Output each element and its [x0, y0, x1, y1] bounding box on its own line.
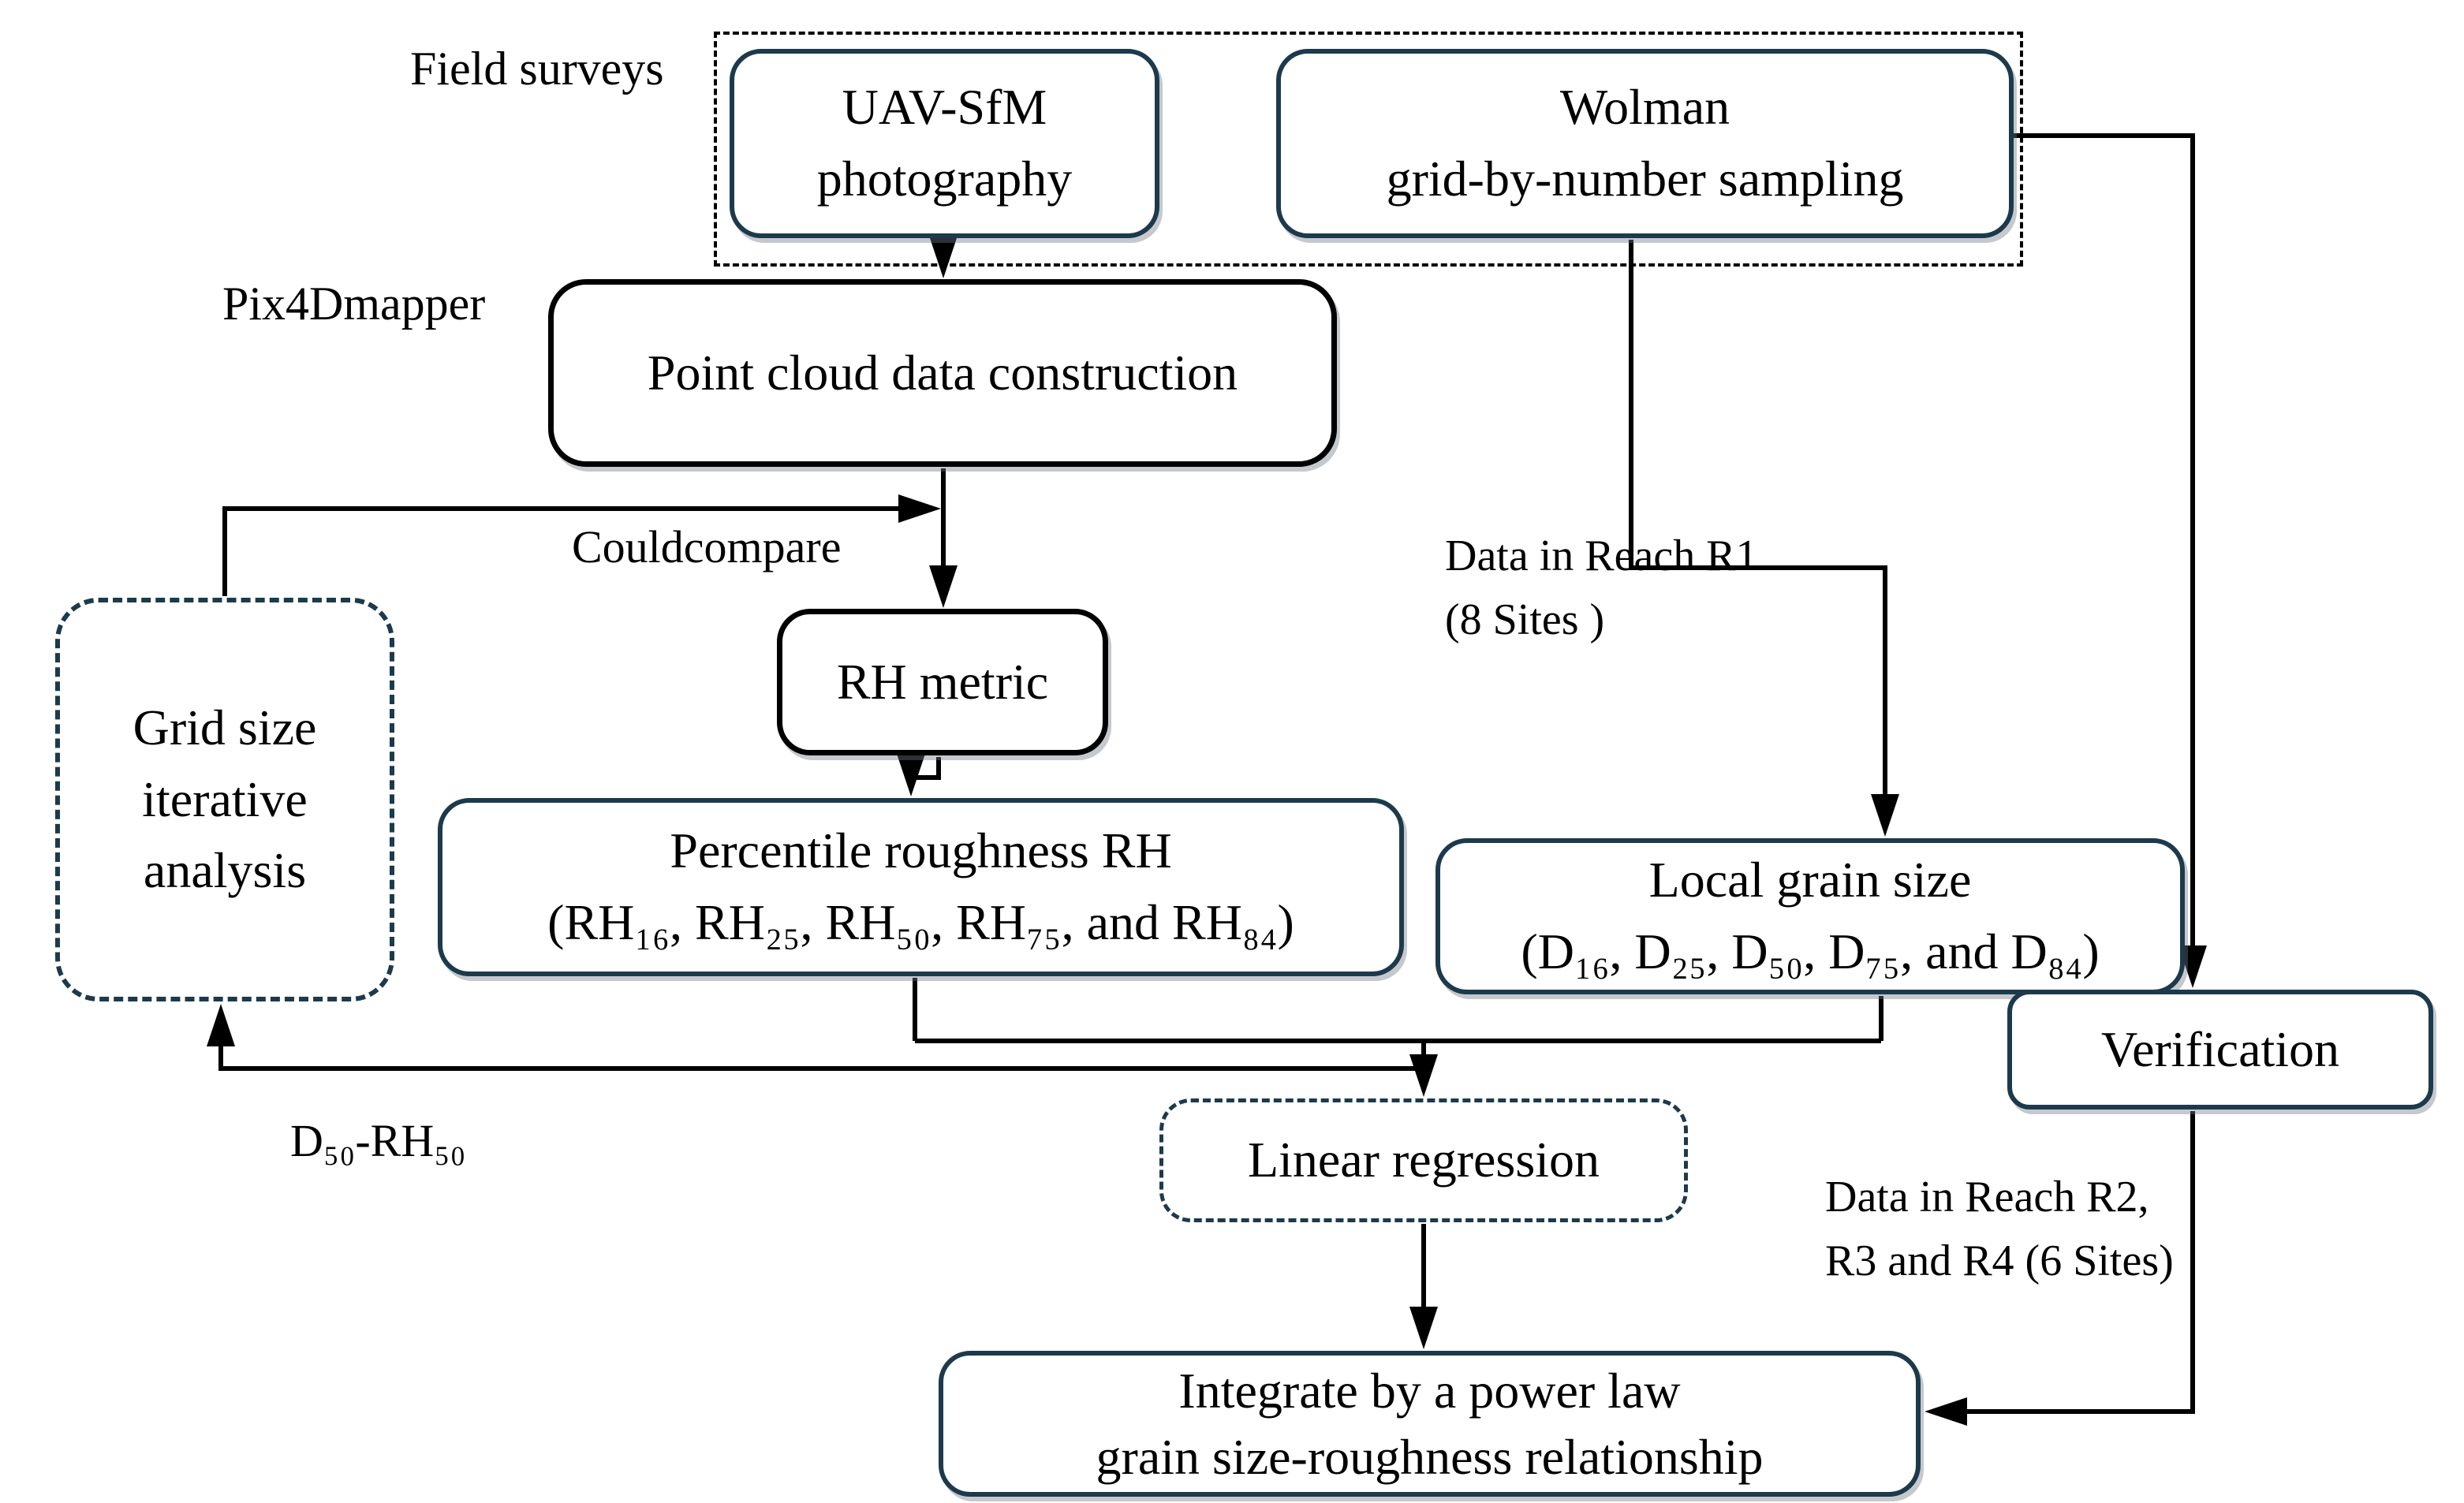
label-text: Pix4Dmapper [222, 278, 486, 330]
label-text: Couldcompare [572, 521, 842, 572]
node-integrate-power-law: Integrate by a power law grain size-roug… [939, 1351, 1921, 1497]
node-text: Local grain size [1648, 852, 1972, 908]
node-wolman-sampling: Wolman grid-by-number sampling [1276, 49, 2014, 238]
field-surveys-group-outline [714, 32, 2023, 267]
label-text: Field surveys [410, 43, 664, 95]
label-pix4dmapper: Pix4Dmapper [222, 270, 485, 338]
arrow-verification-to-integrate [1925, 1111, 2195, 1426]
node-text: analysis [143, 842, 307, 899]
label-data-reach-r2-r3-r4: Data in Reach R2, R3 and R4 (6 Sites) [1825, 1165, 2174, 1293]
arrow-wolman-to-localgrain [1629, 240, 1899, 837]
label-d50-rh50: D₅₀-RH₅₀ [290, 1108, 466, 1174]
node-rh-metric: RH metric [777, 609, 1108, 755]
label-text-line: Data in Reach R2, [1825, 1173, 2149, 1221]
node-text: Verification [2100, 1020, 2340, 1077]
node-linear-regression: Linear regression [1159, 1098, 1688, 1222]
node-text: Percentile roughness RH [670, 822, 1172, 879]
node-text: Grid size [133, 699, 317, 755]
label-text: D₅₀-RH₅₀ [290, 1115, 466, 1166]
arrow-d50rh50-feedback-to-gridsize [207, 1004, 1424, 1071]
node-text: Point cloud data construction [647, 344, 1238, 401]
node-text: Linear regression [1247, 1132, 1600, 1188]
label-text-line: (8 Sites ) [1445, 595, 1605, 645]
node-local-grain-size: Local grain size (D₁₆, D₂₅, D₅₀, D₇₅, an… [1435, 838, 2185, 994]
node-text: grid-by-number sampling [1386, 151, 1904, 207]
node-text: Integrate by a power law [1178, 1363, 1681, 1419]
arrow-gridsize-feedback-to-rhmetric [222, 494, 941, 596]
node-uav-sfm-photography: UAV-SfM photography [730, 49, 1159, 238]
node-text: UAV-SfM [842, 79, 1047, 136]
node-text: (D₁₆, D₂₅, D₅₀, D₇₅, and D₈₄) [1521, 923, 2100, 979]
arrow-wolman-to-verification [2014, 133, 2207, 988]
node-point-cloud-construction: Point cloud data construction [548, 279, 1337, 467]
label-text-line: R3 and R4 (6 Sites) [1825, 1236, 2174, 1286]
node-text: grain size-roughness relationship [1096, 1428, 1764, 1485]
node-percentile-roughness: Percentile roughness RH (RH₁₆, RH₂₅, RH₅… [438, 798, 1404, 976]
node-text: iterative [142, 770, 308, 827]
node-text: RH metric [836, 653, 1049, 710]
node-text: Wolman [1559, 79, 1730, 136]
label-text-line: Data in Reach R1 [1445, 531, 1758, 580]
label-data-reach-r1: Data in Reach R1 (8 Sites ) [1445, 524, 1758, 652]
arrow-rhmetric-to-percentile [897, 754, 941, 796]
node-verification: Verification [2007, 990, 2433, 1110]
label-field-surveys: Field surveys [410, 35, 664, 103]
node-grid-size-iterative-analysis: Grid size iterative analysis [55, 598, 394, 1001]
node-text: photography [816, 151, 1073, 207]
node-text: (RH₁₆, RH₂₅, RH₅₀, RH₇₅, and RH₈₄) [547, 894, 1294, 950]
label-couldcompare: Couldcompare [572, 514, 841, 580]
